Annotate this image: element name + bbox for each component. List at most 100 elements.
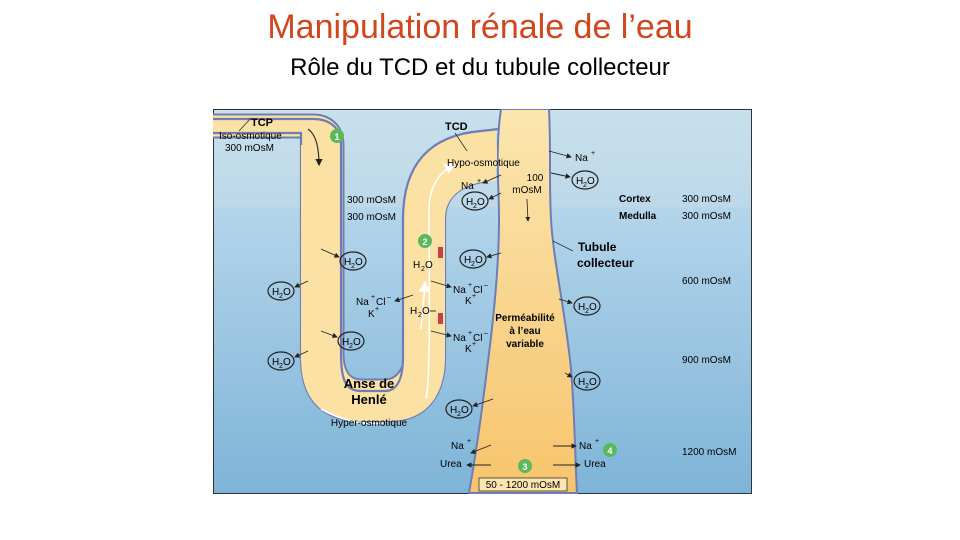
svg-text:4: 4 — [607, 446, 612, 456]
svg-text:2: 2 — [422, 237, 427, 247]
svg-text:K: K — [465, 344, 472, 355]
svg-text:O: O — [283, 357, 291, 368]
svg-text:+: + — [467, 438, 471, 445]
svg-text:O: O — [589, 377, 597, 388]
svg-text:Na: Na — [451, 441, 464, 452]
svg-text:H: H — [578, 377, 585, 388]
svg-text:+: + — [595, 438, 599, 445]
svg-text:Na: Na — [356, 297, 369, 308]
tcp-label: TCP — [251, 117, 273, 129]
tubule-label-2: collecteur — [577, 256, 634, 270]
svg-text:H: H — [410, 306, 417, 317]
svg-text:Na: Na — [461, 181, 474, 192]
tcp-osm-label: 300 mOsM — [225, 143, 274, 154]
svg-text:2: 2 — [473, 203, 477, 210]
svg-text:H: H — [272, 287, 279, 298]
svg-text:K: K — [368, 309, 375, 320]
svg-text:2: 2 — [471, 261, 475, 268]
kidney-water-diagram: TCP Iso-osmotique 300 mOsM 1 TCD Hypo-os… — [213, 109, 752, 494]
anse-label-2: Henlé — [351, 392, 386, 407]
svg-text:–: – — [484, 330, 488, 337]
scale-900: 900 mOsM — [682, 355, 731, 366]
svg-text:H: H — [576, 176, 583, 187]
svg-text:+: + — [468, 330, 472, 337]
svg-text:H: H — [413, 260, 420, 271]
svg-text:H: H — [342, 337, 349, 348]
page-subtitle: Rôle du TCD et du tubule collecteur — [290, 54, 670, 81]
marker-3 — [518, 459, 532, 473]
svg-text:Na: Na — [453, 285, 466, 296]
permeability-1: Perméabilité — [495, 313, 555, 324]
svg-text:+: + — [375, 306, 379, 313]
anse-label-1: Anse de — [344, 376, 395, 391]
svg-text:O: O — [283, 287, 291, 298]
svg-text:+: + — [472, 341, 476, 348]
iso-label: Iso-osmotique — [219, 131, 282, 142]
pump-1 — [438, 247, 443, 258]
svg-text:Na: Na — [579, 441, 592, 452]
svg-text:O: O — [353, 337, 361, 348]
tubule-label-1: Tubule — [578, 240, 617, 254]
svg-text:Cl: Cl — [473, 285, 482, 296]
medulla-label: Medulla — [619, 211, 657, 222]
range-label: 50 - 1200 mOsM — [486, 480, 560, 491]
svg-text:O: O — [475, 255, 483, 266]
left-300-b: 300 mOsM — [347, 212, 396, 223]
svg-text:Urea: Urea — [440, 459, 462, 470]
svg-text:O: O — [425, 260, 433, 271]
svg-text:2: 2 — [351, 263, 355, 270]
svg-text:2: 2 — [349, 343, 353, 350]
page-title: Manipulation rénale de l’eau — [267, 8, 693, 46]
svg-text:O: O — [587, 176, 595, 187]
svg-text:2: 2 — [421, 266, 425, 273]
svg-text:2: 2 — [279, 363, 283, 370]
hypo-label: Hypo-osmotique — [447, 158, 520, 169]
svg-text:H: H — [450, 405, 457, 416]
svg-text:+: + — [472, 293, 476, 300]
svg-text:Cl: Cl — [473, 333, 482, 344]
hyper-label: Hyper-osmotique — [331, 418, 408, 429]
svg-text:2: 2 — [583, 182, 587, 189]
svg-text:H: H — [464, 255, 471, 266]
svg-text:O: O — [589, 302, 597, 313]
svg-text:2: 2 — [585, 383, 589, 390]
range-box — [478, 477, 568, 492]
svg-text:2: 2 — [457, 411, 461, 418]
permeability-2: à l’eau — [509, 326, 540, 337]
svg-text:mOsM: mOsM — [512, 185, 541, 196]
scale-600: 600 mOsM — [682, 276, 731, 287]
svg-text:+: + — [371, 294, 375, 301]
svg-text:H: H — [344, 257, 351, 268]
scale-300-a: 300 mOsM — [682, 194, 731, 205]
svg-text:K: K — [465, 296, 472, 307]
svg-text:2: 2 — [418, 312, 422, 319]
svg-text:Na: Na — [453, 333, 466, 344]
svg-text:2: 2 — [585, 308, 589, 315]
cortex-label: Cortex — [619, 194, 651, 205]
svg-text:–: – — [387, 294, 391, 301]
svg-text:Cl: Cl — [376, 297, 385, 308]
svg-text:–: – — [484, 282, 488, 289]
collecting-duct — [467, 109, 579, 494]
svg-text:1: 1 — [334, 132, 339, 142]
svg-text:Na: Na — [575, 153, 588, 164]
svg-text:+: + — [591, 150, 595, 157]
scale-300-b: 300 mOsM — [682, 211, 731, 222]
marker-1 — [330, 129, 344, 143]
svg-text:+: + — [468, 282, 472, 289]
scale-1200: 1200 mOsM — [682, 447, 736, 458]
svg-text:100: 100 — [527, 173, 544, 184]
svg-text:H: H — [272, 357, 279, 368]
tcd-label: TCD — [445, 121, 468, 133]
svg-text:+: + — [477, 178, 481, 185]
svg-text:O: O — [355, 257, 363, 268]
svg-text:H: H — [578, 302, 585, 313]
svg-text:3: 3 — [522, 462, 527, 472]
svg-text:Urea: Urea — [584, 459, 606, 470]
marker-4 — [603, 443, 617, 457]
svg-text:H: H — [466, 197, 473, 208]
permeability-3: variable — [506, 339, 544, 350]
svg-text:O: O — [477, 197, 485, 208]
svg-text:2: 2 — [279, 293, 283, 300]
